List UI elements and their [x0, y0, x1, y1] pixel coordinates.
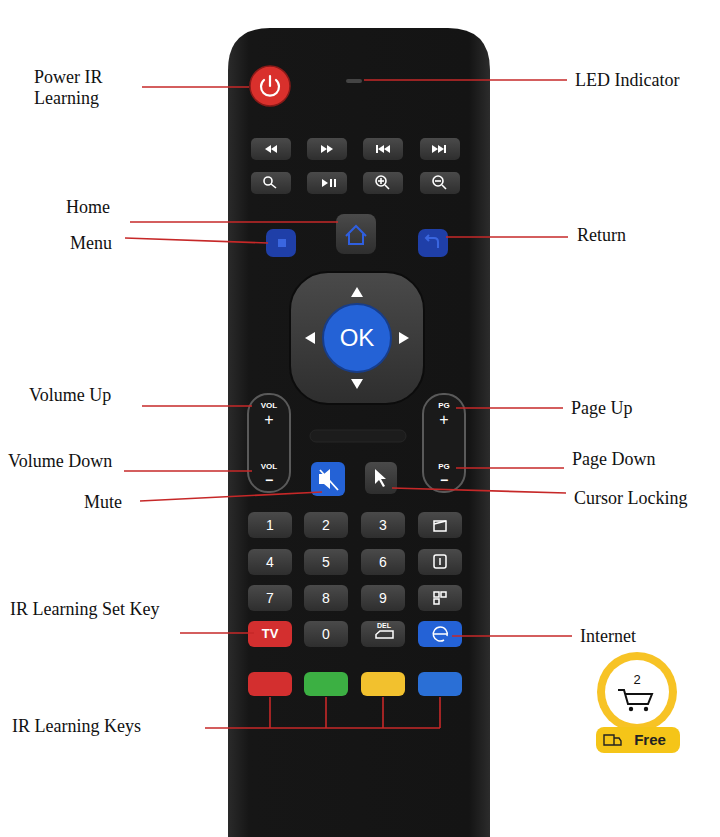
- leader-line: [142, 86, 249, 88]
- home-button: [336, 214, 376, 254]
- annotation-label: Cursor Locking: [574, 488, 687, 509]
- d-pad-arrows: [305, 287, 409, 389]
- leader-line: [456, 407, 563, 409]
- leader-line: [456, 467, 564, 469]
- button-label: 6: [379, 554, 387, 570]
- return-icon: [426, 235, 438, 248]
- leader-line: [124, 470, 252, 472]
- annotation-label: Return: [577, 225, 626, 246]
- button-label: +: [264, 411, 273, 429]
- button-label: 4: [266, 554, 274, 570]
- return-button: [418, 229, 448, 257]
- leader-line: [180, 632, 254, 634]
- cart-icon: [629, 707, 633, 711]
- button-label: −: [265, 472, 273, 488]
- annotation-label: Internet: [580, 626, 636, 647]
- menu-button: [266, 229, 296, 257]
- button-label: 1: [266, 517, 274, 533]
- annotation-label: IR Learning Keys: [12, 716, 141, 737]
- cart-count: 2: [633, 673, 640, 688]
- red-key: [248, 672, 292, 696]
- remote-body: [228, 28, 490, 837]
- button-label: 9: [379, 590, 387, 606]
- power-icon: [269, 76, 271, 86]
- ok-button: [323, 304, 391, 372]
- free-pill: [596, 727, 680, 753]
- leader-line: [140, 492, 322, 501]
- button-label: PG: [438, 462, 450, 471]
- mute-icon: [320, 470, 338, 490]
- button-label: DEL: [377, 622, 391, 630]
- menu-icon: [278, 239, 286, 247]
- annotation-label: Volume Up: [29, 385, 111, 406]
- cart-icon: [644, 707, 648, 711]
- annotation-label: IR Learning Set Key: [10, 599, 159, 620]
- button-label: VOL: [261, 401, 277, 410]
- annotation-label: Home: [66, 197, 110, 218]
- led: [346, 79, 362, 83]
- leader-lines: [124, 80, 572, 728]
- button-label: −: [440, 472, 448, 488]
- d-pad: [290, 272, 424, 404]
- annotation-label: Page Down: [572, 449, 656, 470]
- button-label: 5: [322, 554, 330, 570]
- media-icons: [265, 145, 446, 187]
- leader-bracket: [205, 697, 440, 728]
- truck-icon: [604, 735, 621, 745]
- tv-button: [248, 621, 292, 647]
- leader-line: [446, 236, 568, 238]
- grid-icons: [376, 521, 447, 641]
- cart-badge: [597, 652, 677, 732]
- button-label: TV: [262, 627, 279, 642]
- zoom-icons: [264, 176, 446, 189]
- cursor-button: [365, 462, 397, 494]
- mute-button: [311, 462, 345, 496]
- annotation-label: Menu: [70, 233, 112, 254]
- power-button: [250, 66, 290, 106]
- button-label: 2: [322, 517, 330, 533]
- button-label: 8: [322, 590, 330, 606]
- button-label: 0: [322, 626, 330, 642]
- button-label: +: [439, 411, 448, 429]
- button-label: PG: [438, 401, 450, 410]
- volume-rocker: [248, 394, 290, 492]
- shipping-badge: Free: [634, 731, 666, 748]
- body-slot: [310, 430, 406, 442]
- yellow-key: [361, 672, 405, 696]
- cart-icon: [618, 690, 652, 704]
- number-buttons: [248, 512, 462, 647]
- leader-line: [392, 488, 566, 493]
- button-label: VOL: [261, 462, 277, 471]
- annotation-label: LED Indicator: [575, 70, 679, 91]
- button-label: OK: [340, 324, 375, 352]
- green-key: [304, 672, 348, 696]
- leader-line: [364, 79, 567, 81]
- annotation-label: Page Up: [571, 398, 633, 419]
- blue-key: [418, 672, 462, 696]
- annotation-label: Power IR Learning: [34, 67, 146, 108]
- button-label: 7: [266, 590, 274, 606]
- button-label: 3: [379, 517, 387, 533]
- internet-button: [418, 621, 462, 647]
- leader-line: [452, 635, 572, 637]
- leader-line: [125, 238, 268, 243]
- annotation-label: Mute: [84, 492, 122, 513]
- media-buttons: [251, 138, 460, 194]
- annotation-label: Volume Down: [8, 451, 112, 472]
- cursor-icon: [375, 469, 386, 487]
- leader-line: [130, 221, 338, 223]
- home-icon: [346, 226, 366, 244]
- cart-badge-inner: [605, 660, 669, 724]
- leader-line: [142, 405, 252, 407]
